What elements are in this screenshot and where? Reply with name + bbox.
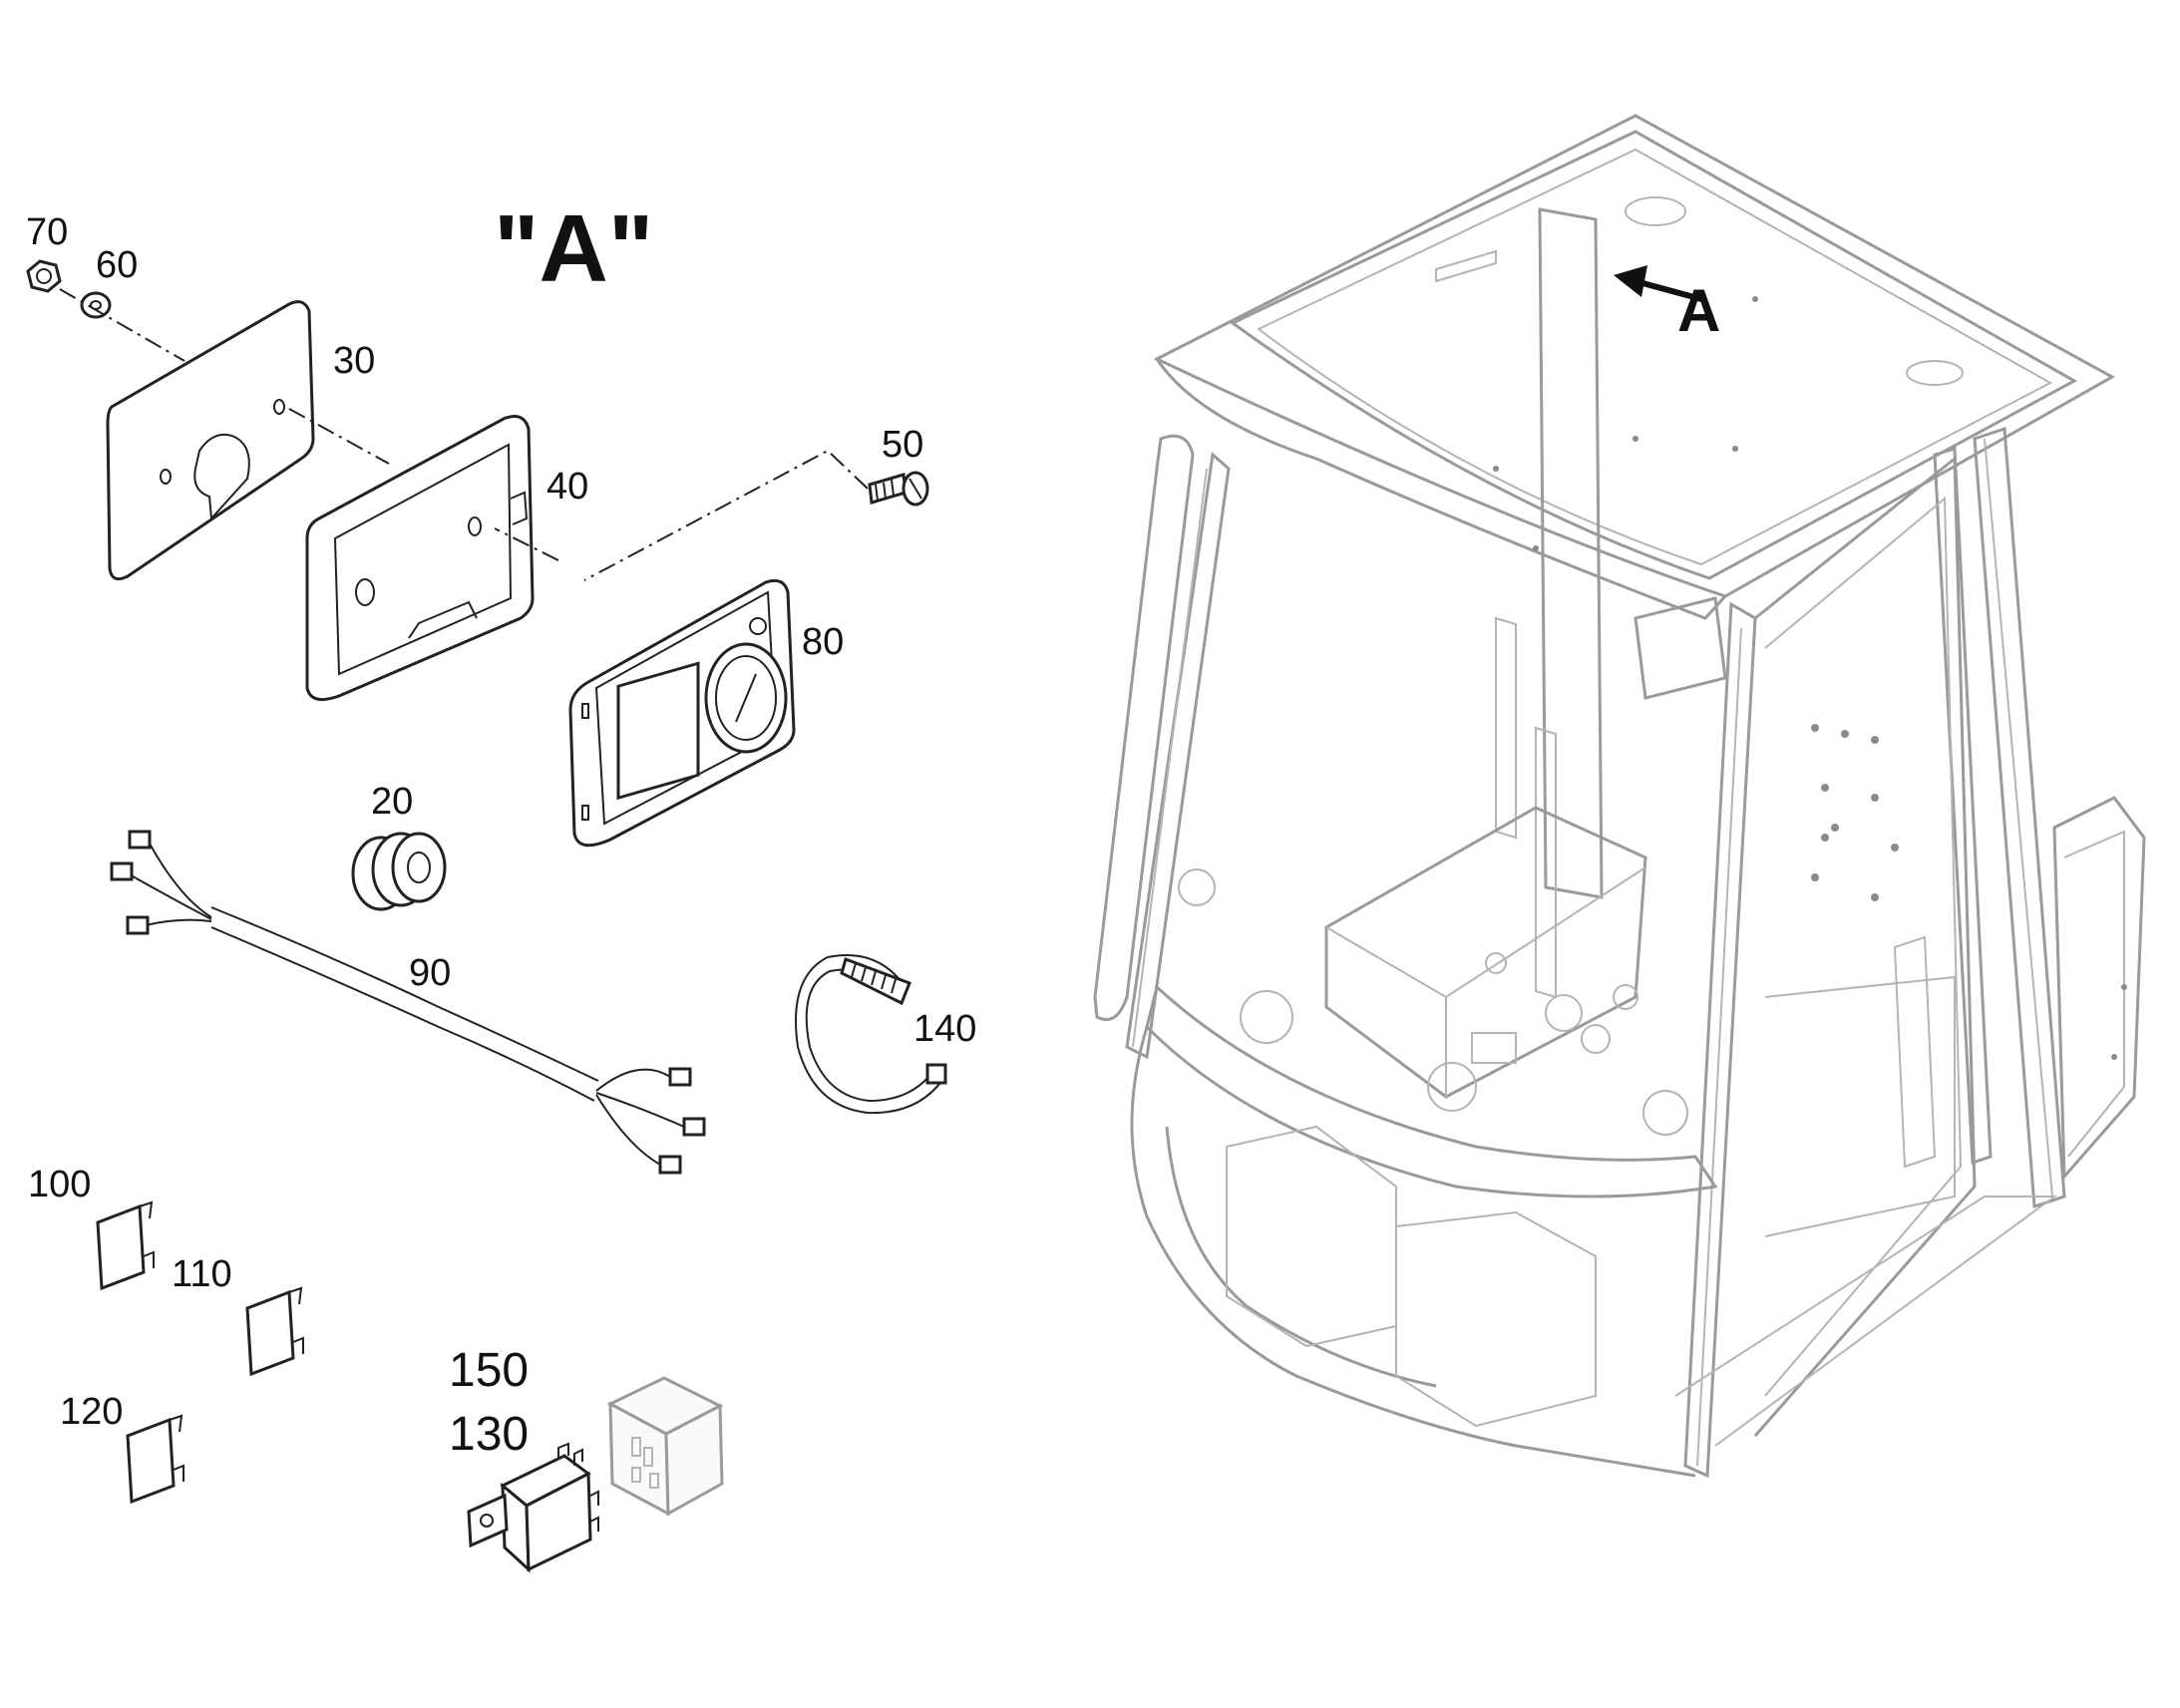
callout-110: 110	[172, 1253, 232, 1295]
part-60-washer	[80, 291, 112, 319]
callout-70: 70	[26, 211, 68, 253]
part-40-frame	[305, 415, 535, 702]
callout-140: 140	[913, 1008, 976, 1050]
part-80-control-unit	[568, 578, 796, 848]
callout-80: 80	[802, 621, 844, 663]
callout-150: 150	[449, 1344, 529, 1397]
part-70-nut	[26, 259, 62, 293]
callout-100: 100	[28, 1164, 91, 1205]
part-20-grommet	[351, 832, 447, 911]
assembly-line-washer	[59, 288, 185, 362]
view-arrow-a	[1614, 265, 1702, 302]
callout-50: 50	[882, 424, 923, 466]
view-arrow-label: A	[1677, 277, 1720, 344]
callout-30: 30	[333, 340, 375, 382]
part-110-fuse	[245, 1286, 304, 1377]
part-90-wiring-harness	[110, 830, 706, 1175]
part-150-relay-socket	[606, 1376, 724, 1517]
callout-90: 90	[409, 952, 451, 994]
part-140-cable-tie	[795, 954, 947, 1115]
part-30-mounting-plate	[106, 300, 315, 581]
forklift-cab-overview	[1093, 114, 2146, 1479]
detail-view-label: "A"	[494, 195, 653, 302]
callout-120: 120	[60, 1391, 123, 1433]
assembly-line-plate	[288, 408, 390, 465]
callout-20: 20	[371, 781, 413, 823]
callout-60: 60	[96, 244, 138, 286]
callout-130: 130	[449, 1408, 529, 1461]
part-50-screw	[868, 471, 929, 507]
part-100-fuse	[96, 1200, 155, 1291]
assembly-line-screw	[494, 449, 869, 581]
callout-40: 40	[546, 466, 588, 508]
part-130-relay	[467, 1442, 599, 1573]
part-120-fuse	[126, 1414, 184, 1505]
